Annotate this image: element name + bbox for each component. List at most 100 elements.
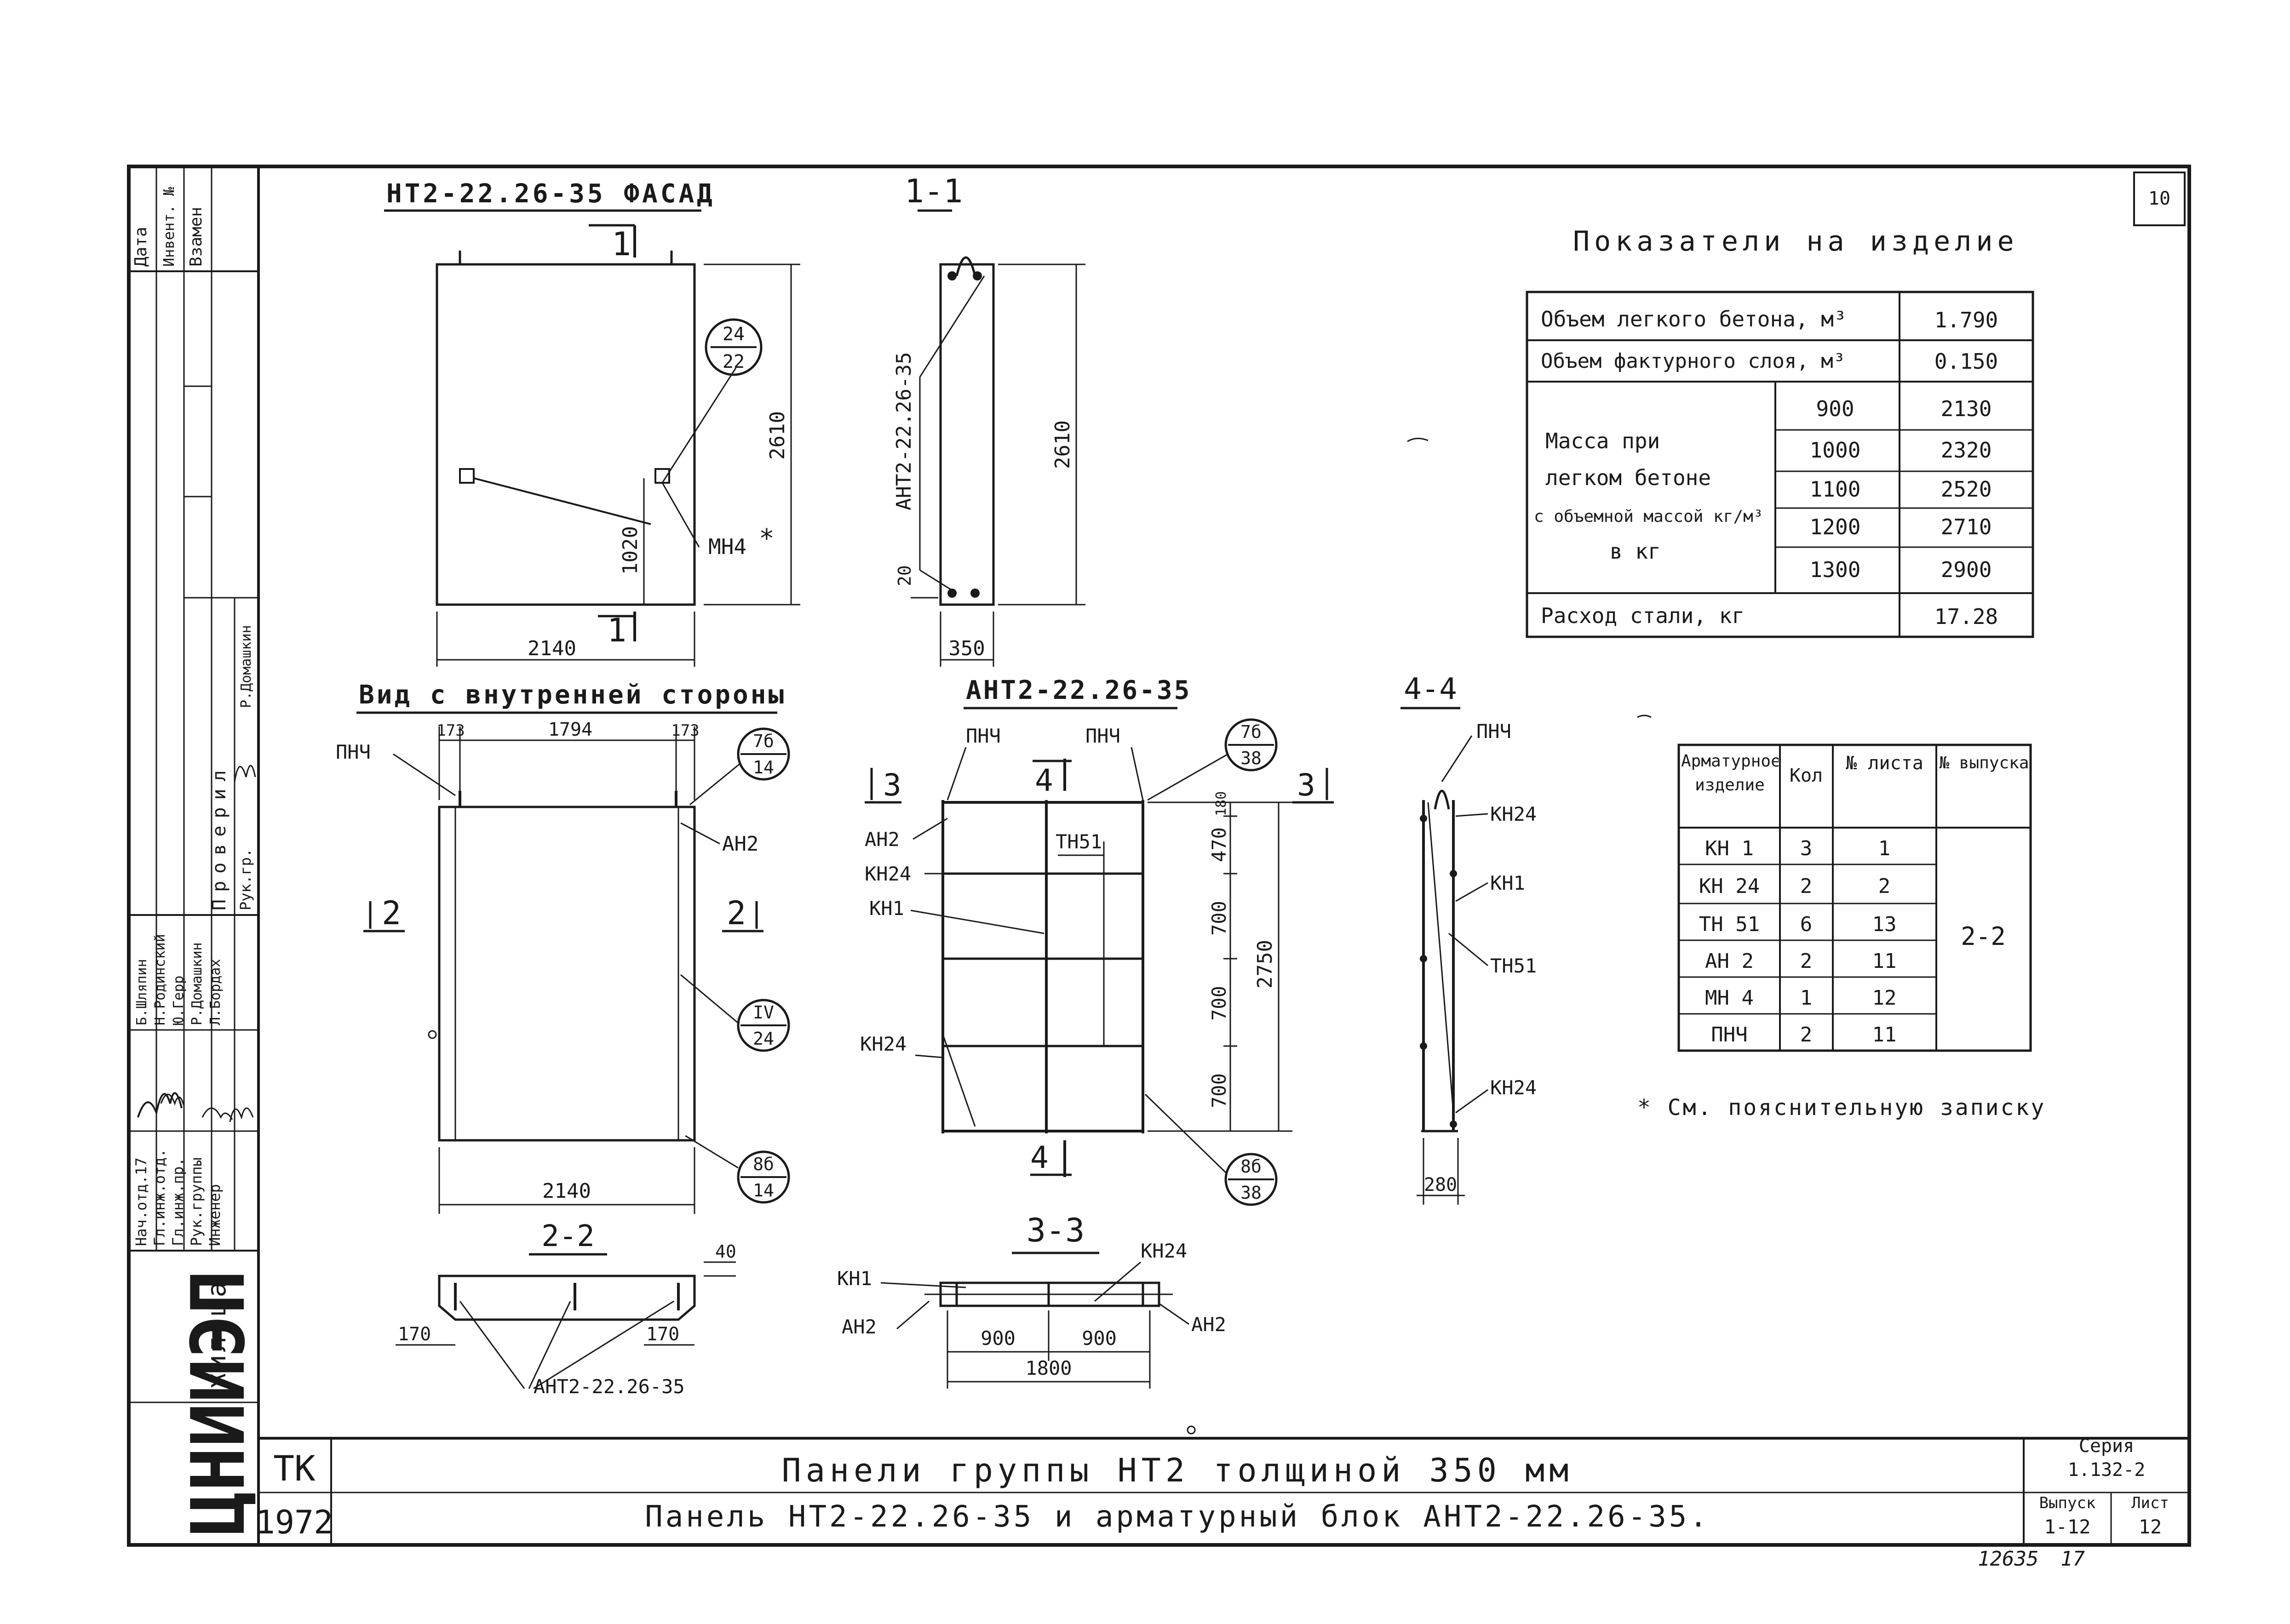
- ind-density-0: 900: [1816, 396, 1854, 421]
- inner-label-an2: АН2: [722, 832, 758, 856]
- title-line-2: Панель НТ2-22.26-35 и арматурный блок АН…: [645, 1500, 1710, 1534]
- block-dim-180: 180: [1213, 791, 1229, 816]
- rebar-header-issue-wrap: № выпуска: [1939, 754, 2029, 772]
- rebar-issue: 2-2: [1961, 922, 2006, 951]
- inner-view-title: Вид с внутренней стороны: [359, 680, 786, 710]
- strip-name-2: Н.Родинский: [152, 934, 168, 1025]
- inner-callout-2-top: IV: [753, 1002, 774, 1023]
- block-cut-bottom: 4: [1030, 1140, 1049, 1175]
- sheet-number: 10: [2148, 188, 2170, 209]
- section-2-2: 2-2 40 170 170 АНТ2-22.26-35: [396, 1219, 736, 1398]
- series-label: Серия: [2079, 1435, 2134, 1457]
- archive-number: 12635: [1978, 1547, 2038, 1571]
- rebar-sheet-5: 11: [1872, 1023, 1897, 1046]
- facade-insert-height: 1020: [619, 526, 642, 575]
- inner-callout-1: [737, 727, 790, 781]
- section-4-4-label-kn24-bottom: КН24: [1490, 1076, 1537, 1099]
- inner-callout-3-top: 8б: [753, 1154, 774, 1174]
- rebar-block-view: АНТ2-22.26-35 ПНЧ ПНЧ АН2 КН24 КН1 ТН51 …: [860, 675, 1334, 1206]
- strip-name-1: Б.Шляпин: [134, 959, 150, 1026]
- block-cut-top: 4: [1035, 763, 1053, 798]
- block-dim-470: 470: [1208, 827, 1230, 862]
- rebar-item-1: КН 24: [1699, 875, 1760, 898]
- ind-light-volume-label: Объем легкого бетона, м³: [1541, 307, 1847, 332]
- block-label-an2: АН2: [865, 828, 900, 851]
- facade-cut-bottom: 1: [607, 612, 626, 649]
- section-1-1-title: 1-1: [905, 172, 963, 210]
- block-label-kn1: КН1: [869, 897, 904, 920]
- strip-role-1: Нач.отд.17: [132, 1157, 150, 1246]
- left-strip: Дата Инвент. № Взамен Нач.отд.17 Гл.инж.…: [129, 166, 261, 1536]
- signature-3: [201, 1107, 233, 1120]
- inner-cut-right: 2: [727, 894, 746, 932]
- inner-cut-left: 2: [382, 894, 401, 932]
- ind-mass-4: 2900: [1941, 557, 1992, 582]
- section-1-1-block-label: АНТ2-22.26-35: [892, 352, 916, 510]
- ind-density-3: 1200: [1810, 515, 1861, 539]
- section-2-2-title: 2-2: [541, 1219, 595, 1253]
- facade-callout-top: 24: [723, 324, 745, 345]
- rebar-sheet-1: 2: [1878, 875, 1891, 898]
- rebar-header-issue: № выпуска: [1939, 754, 2029, 772]
- section-3-3-label-kn24: КН24: [1141, 1240, 1187, 1262]
- section-4-4-label-kn24-top: КН24: [1490, 803, 1537, 825]
- series-value: 1.132-2: [2068, 1459, 2146, 1481]
- block-callout-bottom: [1224, 1153, 1278, 1206]
- section-1-1-body: [939, 263, 995, 606]
- facade-cut-top: 1: [612, 225, 631, 263]
- title-line-1: Панели группы НТ2 толщиной 350 мм: [782, 1452, 1573, 1489]
- ind-mass-2: 2520: [1941, 477, 1992, 502]
- section-4-4-label-kn1: КН1: [1490, 872, 1525, 894]
- strip-name-5: Л.Бордах: [207, 959, 224, 1026]
- section-3-3-dim-left: 900: [981, 1327, 1016, 1350]
- indicators-table: Показатели на изделие Объем легкого бето…: [1526, 225, 2034, 638]
- facade-height-dim: 2610: [766, 411, 789, 460]
- rebar-sheet-4: 12: [1872, 986, 1897, 1010]
- rebar-sheet-0: 1: [1878, 837, 1891, 860]
- ind-facing-volume-value: 0.150: [1934, 349, 1998, 374]
- strip-role-5: Инженер: [206, 1184, 224, 1246]
- section-3-3-title: 3-3: [1027, 1212, 1085, 1249]
- section-3-3-label-an2-left: АН2: [842, 1315, 877, 1338]
- facade-width-dim: 2140: [528, 637, 576, 660]
- footnote: * См. пояснительную записку: [1637, 1095, 2046, 1121]
- rebar-qty-1: 2: [1800, 875, 1813, 898]
- inner-callout-2: [737, 999, 790, 1052]
- block-callout-bottom-a: 8б: [1240, 1156, 1262, 1177]
- sheet-number-box: [2133, 172, 2186, 226]
- strip-role-2: Гл.инж.отд.: [151, 1149, 168, 1246]
- strip-checked-sub: Рук.гр.: [237, 848, 254, 910]
- ind-mass-1: 2320: [1941, 438, 1992, 463]
- sheet-label: Лист: [2131, 1494, 2169, 1512]
- signature-5: [234, 765, 256, 782]
- indicators-title: Показатели на изделие: [1573, 225, 2019, 257]
- block-dim-700-c: 700: [1208, 1073, 1230, 1108]
- rebar-header-item-wrap: Арматурное изделие: [1681, 752, 1779, 795]
- ind-mass-label-2: легком бетоне: [1545, 465, 1711, 490]
- rebar-qty-4: 1: [1800, 986, 1813, 1010]
- ind-light-volume-value: 1.790: [1934, 308, 1998, 332]
- block-dim-700-b: 700: [1208, 986, 1230, 1021]
- section-2-2-label: АНТ2-22.26-35: [534, 1375, 685, 1398]
- section-2-2-right-dim: 170: [646, 1324, 679, 1345]
- section-4-4: 4-4 ПНЧ КН24 КН1 ТН51 КН24 280: [1400, 672, 1537, 1205]
- inner-view: Вид с внутренней стороны 173 1794 173 ПН…: [336, 680, 790, 1214]
- rebar-qty-5: 2: [1800, 1023, 1813, 1046]
- rebar-header-item: Арматурное изделие: [1681, 752, 1779, 795]
- section-4-4-title: 4-4: [1404, 672, 1457, 706]
- signature-1: [137, 1092, 183, 1118]
- ind-steel-value: 17.28: [1934, 604, 1998, 629]
- section-4-4-width-dim: 280: [1424, 1174, 1457, 1195]
- inner-dim-left: 173: [436, 721, 465, 740]
- strip-checked-header: Проверил: [209, 763, 230, 910]
- rebar-table: Арматурное изделие Кол № листа № выпуска…: [1677, 743, 2032, 1052]
- strip-role-3: Гл.инж.пр.: [169, 1157, 187, 1246]
- issue-label: Выпуск: [2039, 1494, 2096, 1512]
- rebar-header-sheet: № листа: [1846, 753, 1923, 774]
- section-3-3-label-kn1: КН1: [837, 1267, 872, 1290]
- facade-view: НТ2-22.26-35 ФАСАД 1 1 1020 24 22 МН4 * …: [384, 179, 800, 667]
- block-label-kn24-bottom: КН24: [860, 1033, 907, 1055]
- strip-checked-name: Р.Домашкин: [238, 625, 254, 708]
- inner-callout-3: [737, 1150, 790, 1204]
